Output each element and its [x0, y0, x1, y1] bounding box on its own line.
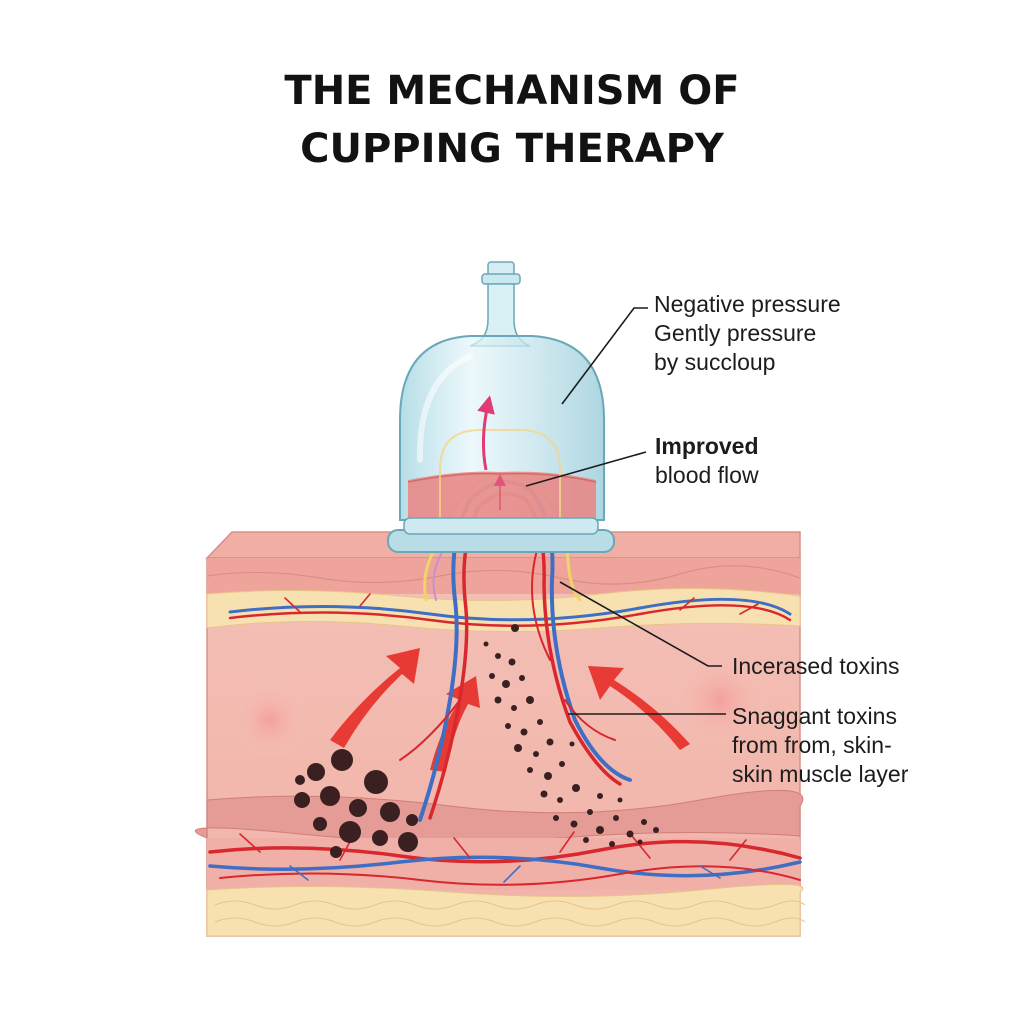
- title-line-2: CUPPING THERAPY: [300, 126, 724, 172]
- increased-toxins-line-1: Incerased toxins: [732, 653, 900, 679]
- stagnant-toxins-line-2: from from, skin-: [732, 732, 892, 758]
- blood-flow-line-1: Improved: [655, 433, 759, 459]
- toxin-particles-icon: [294, 624, 659, 858]
- leader-increased-toxins: [559, 581, 722, 667]
- fat-layer-upper: [206, 587, 801, 633]
- title-line-1: THE MECHANISM OF: [284, 68, 740, 114]
- negative-pressure-line-2: Gently pressure: [654, 320, 817, 346]
- leader-blood-flow: [525, 451, 647, 487]
- flow-arrow-left: [330, 648, 420, 748]
- deep-vessels: [208, 831, 802, 886]
- leader-lines: [525, 307, 726, 715]
- leader-negative-pressure: [561, 307, 648, 405]
- flow-arrow-right: [588, 666, 690, 750]
- label-increased-toxins: Incerased toxins: [732, 652, 899, 681]
- fat-layer-lower: [206, 884, 804, 937]
- negative-pressure-line-1: Negative pressure: [654, 291, 841, 317]
- superficial-vessels: [228, 593, 792, 628]
- label-negative-pressure: Negative pressure Gently pressure by suc…: [654, 290, 841, 377]
- upward-flow-arrow-icon: [477, 395, 495, 471]
- stagnant-toxins-line-3: skin muscle layer: [732, 761, 909, 787]
- cupping-cup-icon: [387, 261, 615, 553]
- page-title: THE MECHANISM OF CUPPING THERAPY: [0, 62, 1024, 178]
- blood-flow-line-2: blood flow: [655, 462, 759, 488]
- label-stagnant-toxins: Snaggant toxins from from, skin- skin mu…: [732, 702, 908, 789]
- stagnant-toxins-line-1: Snaggant toxins: [732, 703, 897, 729]
- label-blood-flow: Improved blood flow: [655, 432, 759, 490]
- negative-pressure-line-3: by succloup: [654, 349, 776, 375]
